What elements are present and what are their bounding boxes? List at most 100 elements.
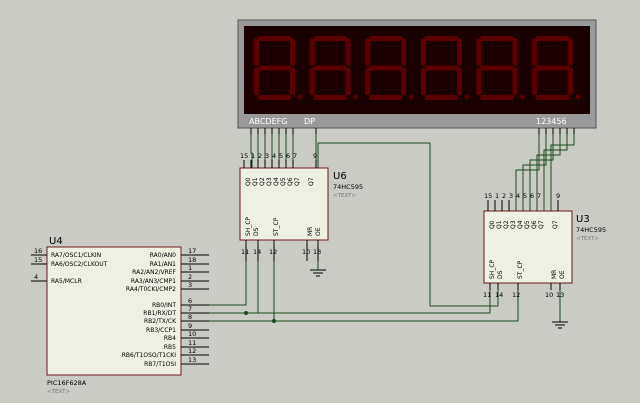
u3-pin5-num: 5 [523, 192, 527, 200]
u4-ref: U4 [49, 236, 63, 247]
u3-q4-label: Q4 [517, 220, 524, 229]
u3-placeholder: <TEXT> [576, 236, 599, 242]
u4-right-pin-label: RA3/AN3/CMP1 [131, 278, 176, 285]
u4-right-pin-label: RB1/RX/DT [143, 310, 176, 317]
u3-q-labels: Q0 Q1 Q2 Q3 Q4 Q5 Q6 Q7 Q7 [489, 220, 559, 229]
segment-e [401, 38, 407, 66]
u3-pin10-num: 10 [545, 291, 553, 299]
u4-left-pin-num: 4 [34, 273, 38, 281]
digit-pins-label: 123456 [536, 117, 567, 126]
segment-b [369, 65, 403, 71]
u4-right-pin-label: RB2/TX/CK [144, 318, 177, 325]
segment-b [536, 65, 569, 71]
u4-left-pin-label: RA6/OSC2/CLKOUT [51, 261, 108, 268]
u6-chip[interactable]: U6 74HC595 <TEXT> 15 Q0 Q1 Q2 Q3 Q4 Q5 Q… [239, 152, 363, 261]
segment-g [290, 68, 295, 95]
u4-microcontroller[interactable]: U4 PIC16F628A <TEXT> 16RA7/OSC1/CLKIN15R… [31, 236, 209, 395]
u3-pin11-num: 11 [483, 291, 491, 299]
u3-pin14-num: 14 [495, 291, 503, 299]
u4-right-pin-label: RB3/CCP1 [146, 327, 176, 334]
display-digits [254, 36, 581, 100]
u4-right-pin-num: 8 [188, 313, 192, 321]
u3-pin4-num: 4 [516, 192, 520, 200]
u6-top-pins: 15 [240, 152, 248, 168]
segment-c [424, 95, 458, 100]
u6-q-pin-lines [250, 160, 317, 168]
segment-a [258, 36, 291, 41]
u4-part: PIC16F628A [47, 379, 87, 387]
segment-e [512, 38, 518, 66]
segment-a [424, 36, 458, 41]
u6-q1-label: Q1 [252, 177, 259, 186]
u4-right-pin-label: RA2/AN2/VREF [132, 269, 176, 276]
u6-pin13-num: 13 [313, 248, 321, 256]
segment-b [313, 65, 347, 71]
u4-right-pin-num: 3 [188, 281, 192, 289]
u6-q5-label: Q5 [280, 177, 287, 186]
u3-part: 74HC595 [576, 226, 606, 234]
u4-right-pin-label: RA1/AN1 [150, 261, 176, 268]
u4-left-pin-label: RA7/OSC1/CLKIN [51, 252, 101, 259]
segment-f [532, 68, 537, 95]
u4-right-pin-num: 6 [188, 297, 192, 305]
u4-right-pin-label: RB4 [164, 335, 176, 342]
u4-right-pin-num: 13 [188, 356, 196, 364]
segment-b [480, 65, 514, 71]
u4-right-pin-num: 12 [188, 347, 196, 355]
digit-5 [476, 36, 525, 100]
u4-left-pins: 16RA7/OSC1/CLKIN15RA6/OSC2/CLKOUT4RA5/MC… [31, 247, 108, 285]
u6-pin4-num: 4 [272, 152, 276, 160]
u6-mr-label: MR [307, 227, 314, 236]
u4-right-pin-num: 17 [188, 247, 196, 255]
display-pin-leads [250, 128, 575, 134]
u3-stcp-label: ST_CP [517, 260, 524, 279]
u4-right-pin-label: RA0/AN0 [150, 252, 176, 259]
u6-pin1-num: 1 [251, 152, 255, 160]
u4-right-pin-num: 18 [188, 256, 196, 264]
segment-d [309, 38, 315, 66]
u6-pin11-num: 11 [241, 248, 249, 256]
digit-1 [254, 36, 303, 100]
segment-g [456, 68, 462, 95]
u4-right-pin-num: 2 [188, 273, 192, 281]
segment-f [420, 68, 426, 95]
u4-left-pin-num: 15 [34, 256, 42, 264]
segment-dp [519, 94, 525, 100]
segment-c [313, 95, 347, 100]
segment-c [258, 95, 291, 100]
u6-pin5-num: 5 [279, 152, 283, 160]
segment-b [258, 65, 291, 71]
segment-f [254, 68, 259, 95]
u3-mr-label: MR [551, 270, 558, 279]
u6-ds-label: DS [253, 227, 260, 236]
digit-4 [420, 36, 470, 100]
u3-q7s-label: Q7 [552, 220, 559, 229]
u6-pin7-num: 7 [293, 152, 297, 160]
u6-pin6-num: 6 [286, 152, 290, 160]
segment-a [536, 36, 569, 41]
u4-right-pin-num: 7 [188, 305, 192, 313]
digit-2 [309, 36, 359, 100]
u6-q6-label: Q6 [287, 177, 294, 186]
segment-d [476, 38, 482, 66]
u6-q7-label: Q7 [294, 177, 301, 186]
u6-control-labels: SH_CP DS ST_CP MR OE [245, 216, 322, 236]
seven-segment-display[interactable]: ABCDEFG DP 123456 [237, 19, 597, 129]
u6-pin14-num: 14 [253, 248, 261, 256]
segment-a [369, 36, 403, 41]
u4-right-pin-label: RB0/INT [152, 302, 176, 309]
u6-q7s-label: Q7 [308, 177, 315, 186]
segment-g [568, 68, 573, 95]
segment-d [420, 38, 426, 66]
segment-e [290, 38, 295, 66]
u6-oe-label: OE [315, 227, 322, 236]
u3-q5-label: Q5 [524, 220, 531, 229]
u3-q1-label: Q1 [496, 220, 503, 229]
u6-pin2-num: 2 [258, 152, 262, 160]
u6-pin3-num: 3 [265, 152, 269, 160]
u3-control-labels: SH_CP DS ST_CP MR OE [489, 259, 566, 279]
u6-pin10-num: 10 [302, 248, 310, 256]
segment-b [424, 65, 458, 71]
u3-pin12-num: 12 [512, 291, 520, 299]
u3-chip[interactable]: U3 74HC595 <TEXT> Q0 Q1 Q2 Q3 Q4 Q5 Q6 Q… [483, 192, 606, 299]
